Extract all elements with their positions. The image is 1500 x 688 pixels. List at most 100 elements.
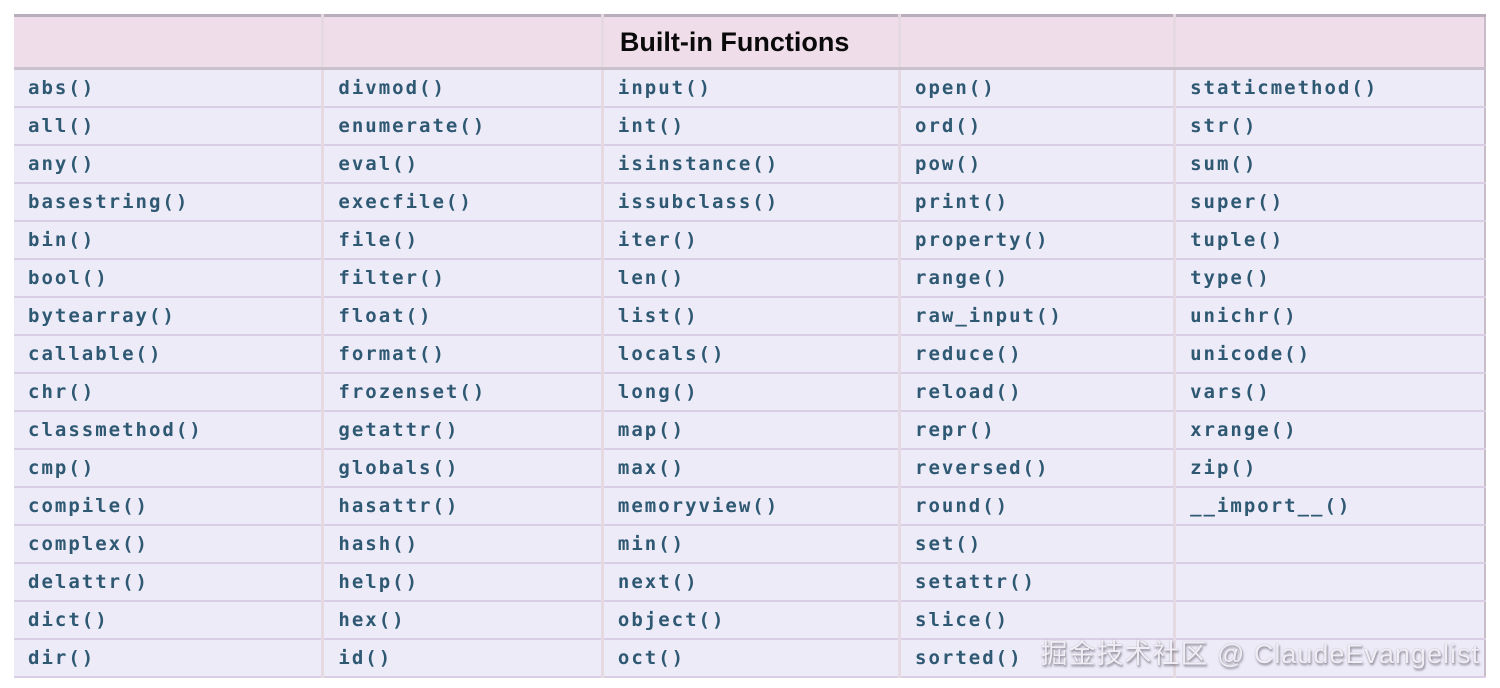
function-cell: all() [14, 106, 323, 146]
function-cell: basestring() [14, 182, 323, 222]
header-empty-cell [1173, 15, 1485, 70]
table-row: classmethod()getattr()map()repr()xrange(… [14, 410, 1485, 450]
empty-cell [1173, 638, 1485, 678]
builtin-functions-table-container: Built-in Functions abs()divmod()input()o… [14, 14, 1486, 678]
function-cell: len() [600, 258, 900, 298]
table-row: compile()hasattr()memoryview()round()__i… [14, 486, 1485, 526]
function-cell: next() [600, 562, 900, 602]
function-cell: abs() [14, 68, 323, 108]
function-cell: reload() [898, 372, 1175, 412]
function-cell: set() [898, 524, 1175, 564]
function-cell: filter() [321, 258, 603, 298]
function-cell: vars() [1173, 372, 1485, 412]
function-cell: str() [1173, 106, 1485, 146]
function-cell: classmethod() [14, 410, 323, 450]
function-cell: bin() [14, 220, 323, 260]
function-cell: max() [600, 448, 900, 488]
function-cell: dir() [14, 638, 323, 678]
table-row: delattr()help()next()setattr() [14, 562, 1485, 602]
empty-cell [1173, 524, 1485, 564]
header-empty-cell [321, 15, 603, 70]
function-cell: dict() [14, 600, 323, 640]
function-cell: unichr() [1173, 296, 1485, 336]
table-row: any()eval()isinstance()pow()sum() [14, 144, 1485, 184]
function-cell: help() [321, 562, 603, 602]
function-cell: hash() [321, 524, 603, 564]
function-cell: sorted() [898, 638, 1175, 678]
function-cell: type() [1173, 258, 1485, 298]
function-cell: raw_input() [898, 296, 1175, 336]
function-cell: ord() [898, 106, 1175, 146]
function-cell: cmp() [14, 448, 323, 488]
table-row: dict()hex()object()slice() [14, 600, 1485, 640]
function-cell: delattr() [14, 562, 323, 602]
function-cell: complex() [14, 524, 323, 564]
table-row: bool()filter()len()range()type() [14, 258, 1485, 298]
function-cell: float() [321, 296, 603, 336]
function-cell: min() [600, 524, 900, 564]
function-cell: callable() [14, 334, 323, 374]
function-cell: id() [321, 638, 603, 678]
function-cell: unicode() [1173, 334, 1485, 374]
function-cell: any() [14, 144, 323, 184]
function-cell: isinstance() [600, 144, 900, 184]
table-row: cmp()globals()max()reversed()zip() [14, 448, 1485, 488]
table-row: complex()hash()min()set() [14, 524, 1485, 564]
function-cell: memoryview() [600, 486, 900, 526]
function-cell: super() [1173, 182, 1485, 222]
function-cell: xrange() [1173, 410, 1485, 450]
function-cell: globals() [321, 448, 603, 488]
function-cell: iter() [600, 220, 900, 260]
function-cell: input() [600, 68, 900, 108]
function-cell: chr() [14, 372, 323, 412]
function-cell: pow() [898, 144, 1175, 184]
builtin-functions-table: Built-in Functions abs()divmod()input()o… [14, 14, 1486, 678]
function-cell: bool() [14, 258, 323, 298]
table-row: dir()id()oct()sorted() [14, 638, 1485, 678]
function-cell: sum() [1173, 144, 1485, 184]
function-cell: range() [898, 258, 1175, 298]
table-row: callable()format()locals()reduce()unicod… [14, 334, 1485, 374]
empty-cell [1173, 562, 1485, 602]
function-cell: hex() [321, 600, 603, 640]
function-cell: getattr() [321, 410, 603, 450]
function-cell: format() [321, 334, 603, 374]
function-cell: zip() [1173, 448, 1485, 488]
table-row: bytearray()float()list()raw_input()unich… [14, 296, 1485, 336]
function-cell: locals() [600, 334, 900, 374]
function-cell: repr() [898, 410, 1175, 450]
table-body: abs()divmod()input()open()staticmethod()… [14, 68, 1485, 678]
function-cell: enumerate() [321, 106, 603, 146]
empty-cell [1173, 600, 1485, 640]
function-cell: execfile() [321, 182, 603, 222]
function-cell: open() [898, 68, 1175, 108]
function-cell: setattr() [898, 562, 1175, 602]
function-cell: hasattr() [321, 486, 603, 526]
function-cell: reduce() [898, 334, 1175, 374]
function-cell: property() [898, 220, 1175, 260]
function-cell: print() [898, 182, 1175, 222]
table-row: chr()frozenset()long()reload()vars() [14, 372, 1485, 412]
function-cell: slice() [898, 600, 1175, 640]
table-title-cell: Built-in Functions [600, 15, 900, 70]
function-cell: eval() [321, 144, 603, 184]
function-cell: tuple() [1173, 220, 1485, 260]
table-row: basestring()execfile()issubclass()print(… [14, 182, 1485, 222]
function-cell: object() [600, 600, 900, 640]
function-cell: round() [898, 486, 1175, 526]
header-empty-cell [14, 15, 323, 70]
function-cell: reversed() [898, 448, 1175, 488]
function-cell: bytearray() [14, 296, 323, 336]
table-row: all()enumerate()int()ord()str() [14, 106, 1485, 146]
table-row: bin()file()iter()property()tuple() [14, 220, 1485, 260]
function-cell: __import__() [1173, 486, 1485, 526]
header-empty-cell [898, 15, 1175, 70]
function-cell: list() [600, 296, 900, 336]
function-cell: file() [321, 220, 603, 260]
function-cell: divmod() [321, 68, 603, 108]
function-cell: issubclass() [600, 182, 900, 222]
table-row: abs()divmod()input()open()staticmethod() [14, 68, 1485, 108]
function-cell: compile() [14, 486, 323, 526]
function-cell: frozenset() [321, 372, 603, 412]
function-cell: oct() [600, 638, 900, 678]
